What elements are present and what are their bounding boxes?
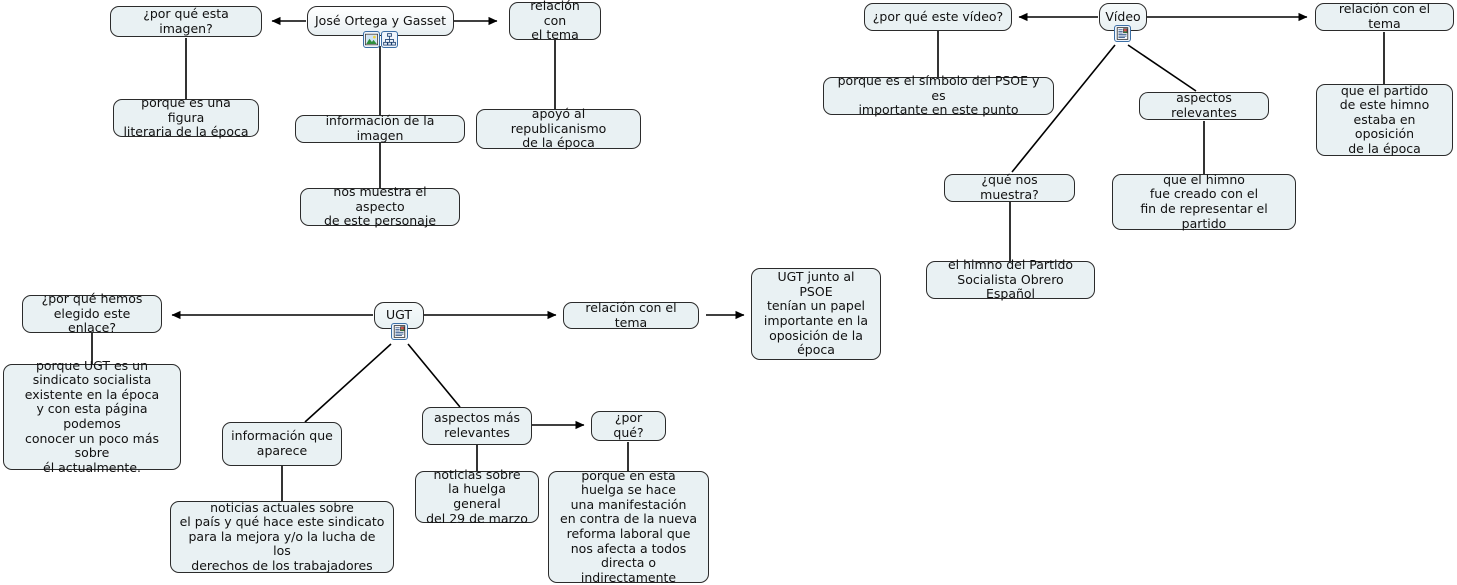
node-que-nos-muestra[interactable]: ¿qué nos muestra? [944,173,1075,202]
node-himno-partido-socialista[interactable]: el himno del Partido Socialista Obrero E… [926,257,1095,301]
icon-strip-ortega [363,31,398,48]
edge-video-to-aspectos [1127,44,1197,92]
edge-ugt-to-info-aparece [304,343,392,423]
edge-ugt-to-aspectos-mas [407,343,461,408]
node-noticias-actuales-sindicato[interactable]: noticias actuales sobre el país y qué ha… [170,500,394,573]
node-relacion-con-el-tema-video[interactable]: relación con el tema [1315,2,1454,31]
icon-strip-ugt [391,323,408,340]
web-page-icon[interactable] [1114,25,1131,42]
node-himno-fue-creado[interactable]: que el himno fue creado con el fin de re… [1112,172,1296,230]
icon-strip-video [1114,25,1131,42]
node-porque-simbolo-psoe[interactable]: porque es el símbolo del PSOE y es impor… [823,73,1054,117]
web-page-icon[interactable] [391,323,408,340]
node-informacion-de-la-imagen[interactable]: información de la imagen [295,114,465,143]
node-informacion-que-aparece[interactable]: información que aparece [222,422,342,466]
node-porque-ugt-sindicato-socialista[interactable]: porque UGT es un sindicato socialista ex… [3,358,181,475]
node-por-que-este-video[interactable]: ¿por qué este vídeo? [864,3,1012,31]
node-relacion-con-el-tema-ortega[interactable]: relación con el tema [509,0,601,42]
node-aspectos-relevantes[interactable]: aspectos relevantes [1139,91,1269,120]
node-noticias-huelga-general[interactable]: noticias sobre la huelga general del 29 … [415,467,539,525]
node-por-que-esta-imagen[interactable]: ¿por qué esta imagen? [110,6,262,37]
node-apoyo-republicanismo[interactable]: apoyó al republicanismo de la época [476,106,641,150]
node-partido-himno-oposicion[interactable]: que el partido de este himno estaba en o… [1316,83,1453,156]
image-icon[interactable] [363,31,380,48]
node-porque-figura-literaria[interactable]: porque es una figura literaria de la épo… [113,95,259,139]
concept-map-icon[interactable] [381,31,398,48]
node-porque-huelga-manifestacion[interactable]: porque en esta huelga se hace una manife… [548,468,709,585]
node-aspectos-mas-relevantes[interactable]: aspectos más relevantes [422,407,532,445]
node-ugt-psoe-oposicion[interactable]: UGT junto al PSOE tenían un papel import… [751,268,881,360]
node-por-que-hemos-elegido-enlace[interactable]: ¿por qué hemos elegido este enlace? [22,291,162,335]
node-relacion-con-el-tema-ugt[interactable]: relación con el tema [563,300,699,329]
node-jose-ortega-y-gasset[interactable]: José Ortega y Gasset [307,6,454,36]
node-por-que[interactable]: ¿por qué? [591,411,666,441]
node-nos-muestra-aspecto[interactable]: nos muestra el aspecto de este personaje [300,184,460,228]
